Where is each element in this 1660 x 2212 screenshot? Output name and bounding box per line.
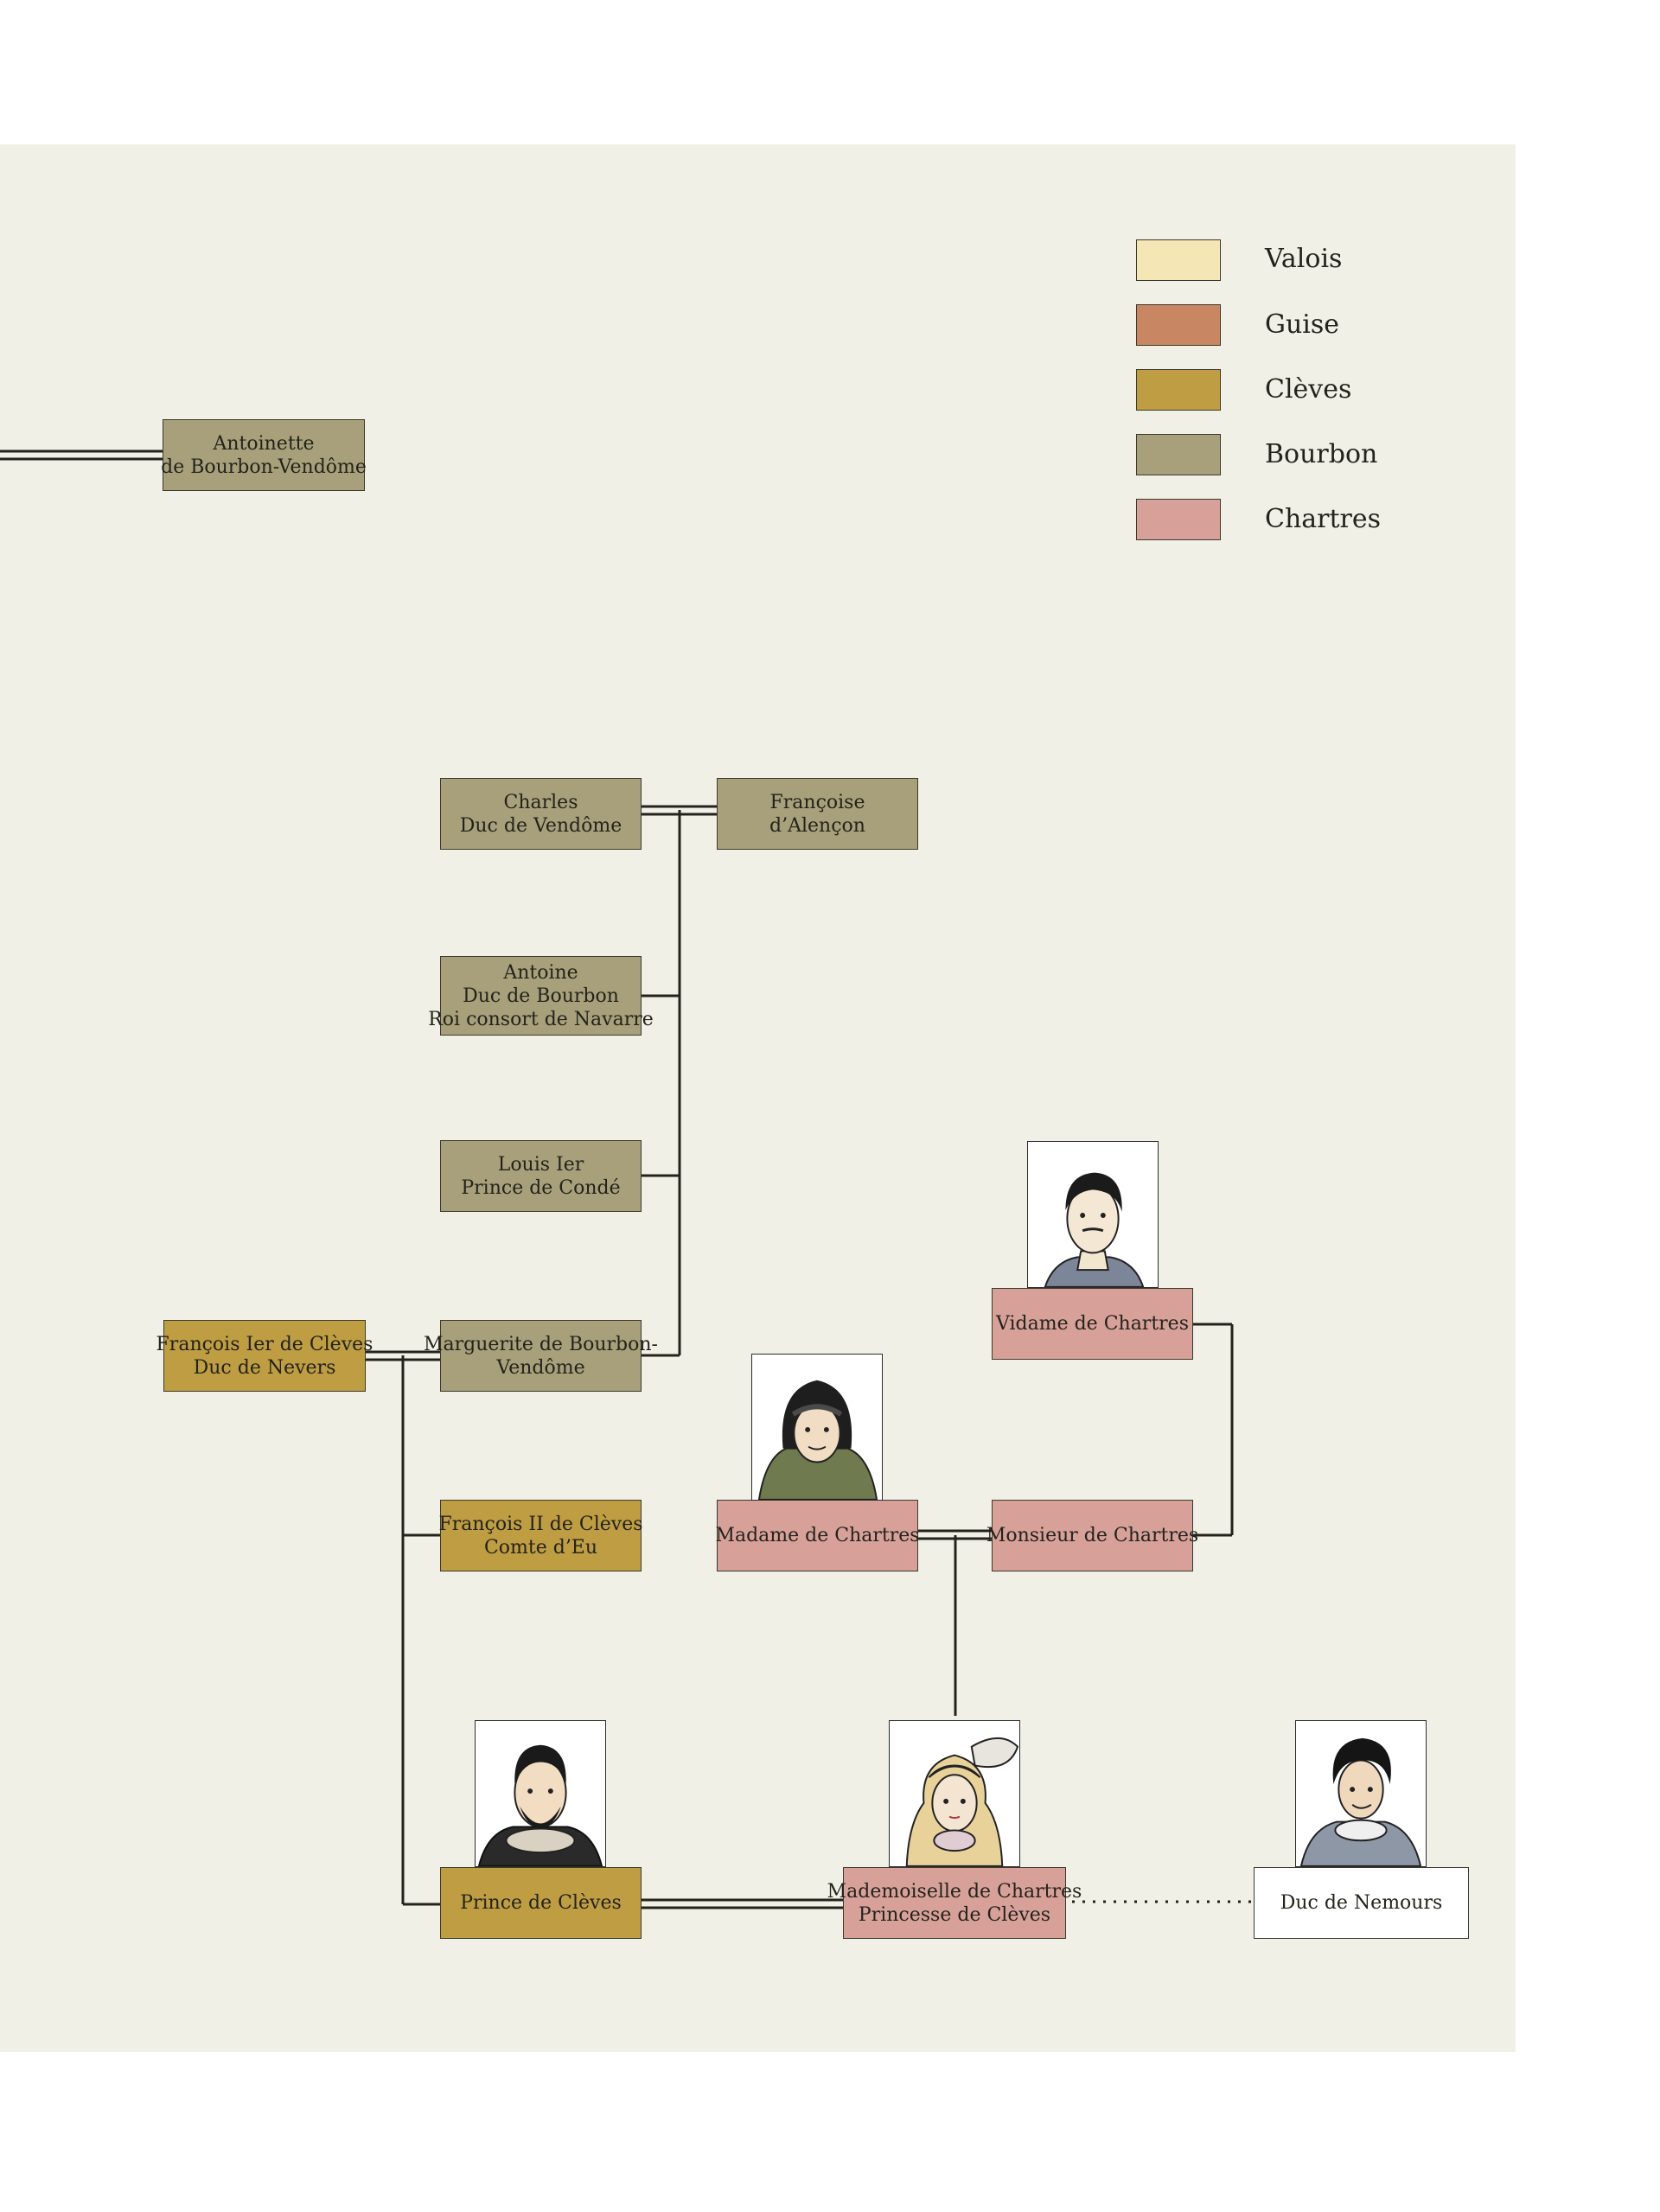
person-name-line: d’Alençon xyxy=(769,814,865,837)
person-mademoiselle-de-chartres: Mademoiselle de Chartres Princesse de Cl… xyxy=(827,1867,1082,1939)
person-name-line: Vidame de Chartres xyxy=(995,1313,1189,1335)
person-francois-ier-de-cleves: François Ier de Clèves Duc de Nevers xyxy=(156,1320,373,1392)
legend-swatch-guise xyxy=(1136,304,1221,346)
person-name-line: Comte d’Eu xyxy=(483,1536,598,1559)
person-name-line: Antoinette xyxy=(213,432,315,455)
person-name-line: Duc de Vendôme xyxy=(459,814,622,837)
person-name-line: Monsieur de Chartres xyxy=(986,1525,1199,1546)
legend-swatch-chartres xyxy=(1136,499,1221,540)
person-name-line: Princesse de Clèves xyxy=(858,1903,1051,1926)
person-madame-de-chartres: Madame de Chartres xyxy=(715,1500,920,1571)
person-prince-de-cleves: Prince de Clèves xyxy=(440,1867,642,1939)
legend-swatch-bourbon xyxy=(1136,434,1221,475)
person-name-line: Prince de Clèves xyxy=(460,1892,622,1914)
person-duc-de-nemours: Duc de Nemours xyxy=(1254,1867,1469,1939)
person-name-line: Françoise xyxy=(769,791,865,813)
portrait-mademoiselle-de-chartres xyxy=(889,1720,1020,1867)
person-name-line: Duc de Bourbon xyxy=(463,985,619,1007)
person-name-line: Louis Ier xyxy=(497,1153,584,1176)
person-antoinette-de-bourbon-vendome: Antoinette de Bourbon-Vendôme xyxy=(161,419,367,491)
person-louis-prince-de-conde: Louis Ier Prince de Condé xyxy=(440,1140,642,1212)
person-name-line: Madame de Chartres xyxy=(715,1525,920,1546)
person-marguerite-de-bourbon-vendome: Marguerite de Bourbon- Vendôme xyxy=(424,1320,658,1392)
person-name-line: Marguerite de Bourbon- xyxy=(424,1333,658,1355)
person-francoise-d-alencon: Françoise d’Alençon xyxy=(717,778,918,850)
person-name-line: Antoine xyxy=(503,961,578,984)
legend-swatch-cleves xyxy=(1136,369,1221,411)
legend-label-valois: Valois xyxy=(1265,244,1343,274)
person-name-line: Roi consort de Navarre xyxy=(428,1008,654,1030)
person-francois-ii-de-cleves: François II de Clèves Comte d’Eu xyxy=(438,1500,643,1571)
portrait-madame-de-chartres xyxy=(751,1354,883,1501)
person-name-line: de Bourbon-Vendôme xyxy=(161,456,367,478)
person-name-line: François Ier de Clèves xyxy=(156,1333,374,1355)
portrait-duc-de-nemours xyxy=(1295,1720,1427,1867)
person-antoine-duc-de-bourbon: Antoine Duc de Bourbon Roi consort de Na… xyxy=(428,956,654,1036)
legend-swatch-valois xyxy=(1136,239,1221,281)
person-name-line: Vendôme xyxy=(496,1356,585,1379)
person-monsieur-de-chartres: Monsieur de Chartres xyxy=(986,1500,1198,1571)
legend-label-cleves: Clèves xyxy=(1265,374,1352,405)
person-name-line: Mademoiselle de Chartres xyxy=(827,1880,1082,1903)
person-vidame-de-chartres: Vidame de Chartres xyxy=(992,1288,1193,1360)
person-name-line: Charles xyxy=(503,791,578,813)
legend-label-guise: Guise xyxy=(1265,309,1340,340)
person-name-line: Duc de Nemours xyxy=(1280,1892,1443,1914)
portrait-vidame-de-chartres xyxy=(1027,1141,1159,1288)
legend-label-chartres: Chartres xyxy=(1265,504,1382,534)
person-charles-duc-de-vendome: Charles Duc de Vendôme xyxy=(440,778,642,850)
person-name-line: Duc de Nevers xyxy=(193,1356,336,1379)
person-name-line: François II de Clèves xyxy=(438,1513,643,1535)
legend-label-bourbon: Bourbon xyxy=(1265,439,1378,469)
portrait-prince-de-cleves xyxy=(475,1720,606,1867)
person-name-line: Prince de Condé xyxy=(461,1176,621,1199)
